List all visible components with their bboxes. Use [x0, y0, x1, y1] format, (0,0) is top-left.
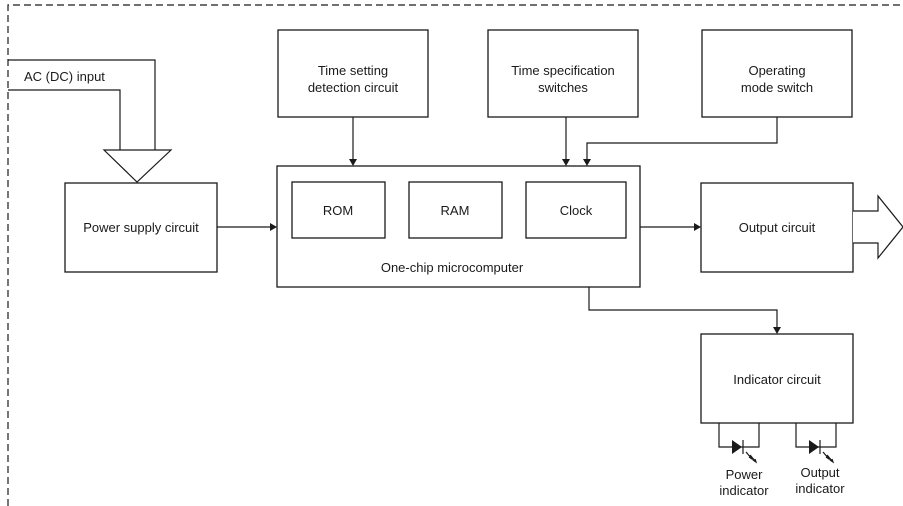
clock-box	[525, 181, 627, 239]
ram-box	[408, 181, 503, 239]
time-spec-label-2: switches	[538, 80, 588, 95]
operating-mode-label-2: mode switch	[741, 80, 813, 95]
power-indicator-led-icon	[718, 423, 760, 464]
connector-mode-switch-to-mcu	[583, 117, 778, 166]
output-circuit-box	[700, 182, 854, 273]
output-indicator-label-2: indicator	[795, 481, 845, 496]
operating-mode-label-1: Operating	[748, 63, 805, 78]
power-supply-label: Power supply circuit	[83, 220, 199, 235]
output-circuit-label: Output circuit	[739, 220, 816, 235]
time-setting-box	[277, 29, 429, 118]
time-setting-label-2: detection circuit	[308, 80, 399, 95]
indicator-circuit-box	[700, 333, 854, 424]
output-indicator-label-1: Output	[800, 465, 839, 480]
time-setting-label-1: Time setting	[318, 63, 388, 78]
microcomputer-label: One-chip microcomputer	[381, 260, 524, 275]
connector-time-spec-to-mcu	[562, 117, 570, 166]
clock-label: Clock	[560, 203, 593, 218]
connector-power-to-mcu	[217, 223, 277, 231]
time-spec-box	[487, 29, 639, 118]
rom-box	[291, 181, 386, 239]
rom-label: ROM	[323, 203, 353, 218]
indicator-circuit-label: Indicator circuit	[733, 372, 821, 387]
connector-mcu-to-output	[640, 223, 701, 231]
ac-input-label: AC (DC) input	[24, 69, 105, 84]
output-big-arrow	[853, 194, 903, 260]
power-supply-box	[64, 182, 218, 273]
ram-label: RAM	[441, 203, 470, 218]
dashed-enclosure	[7, 4, 903, 506]
connector-time-setting-to-mcu	[349, 117, 357, 166]
ac-input-arrow	[8, 59, 173, 183]
time-spec-label-1: Time specification	[511, 63, 615, 78]
output-indicator-led-icon	[795, 423, 837, 464]
connector-mcu-to-indicator	[588, 287, 781, 334]
power-indicator-label-2: indicator	[719, 483, 769, 498]
power-indicator-label-1: Power	[726, 467, 764, 482]
